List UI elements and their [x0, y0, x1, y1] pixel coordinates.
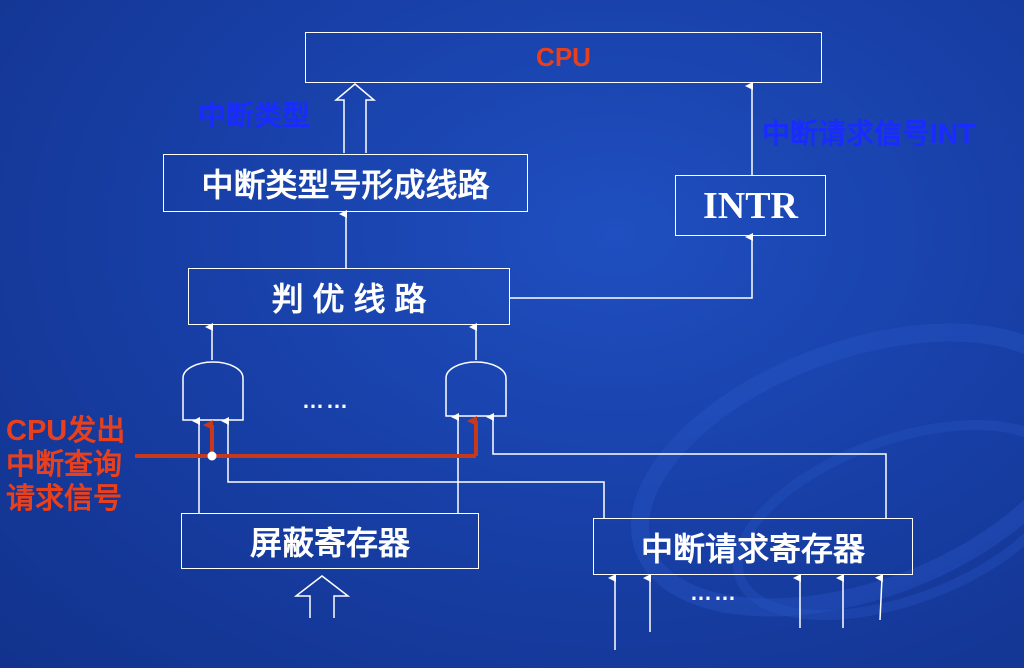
- req-to-gate-left: [221, 417, 605, 518]
- cpu-box: CPU: [305, 32, 822, 83]
- intr-box: INTR: [675, 175, 826, 236]
- req-to-gate-right: [486, 413, 887, 518]
- input-ellipsis: ……: [690, 580, 738, 605]
- and-gate-left: [182, 361, 244, 421]
- query-junction-dot: [207, 451, 217, 461]
- priority-box: 判 优 线 路: [188, 268, 510, 325]
- cpu-query-label: CPU发出 中断查询 请求信号: [6, 414, 125, 516]
- and-gate-right: [445, 361, 507, 417]
- priority-to-intr-line: [510, 233, 753, 299]
- cpu-label: CPU: [536, 42, 591, 72]
- interrupt-type-label: 中断类型: [198, 100, 311, 131]
- priority-label: 判 优 线 路: [271, 280, 427, 317]
- type-to-cpu-arrow: [333, 83, 377, 153]
- req-input-5: [875, 574, 884, 621]
- int-signal-label: 中断请求信号INT: [762, 118, 976, 149]
- type-circuit-box: 中断类型号形成线路: [163, 154, 528, 212]
- type-circuit-label: 中断类型号形成线路: [201, 167, 490, 203]
- mask-input-arrow: [293, 575, 351, 618]
- mask-register-label: 屏蔽寄存器: [249, 525, 410, 561]
- mask-register-box: 屏蔽寄存器: [181, 513, 479, 569]
- request-register-box: 中断请求寄存器: [593, 518, 913, 575]
- cpu-query-line-2: 中断查询: [6, 449, 123, 481]
- intr-label: INTR: [702, 184, 799, 227]
- cpu-query-line-3: 请求信号: [6, 483, 123, 515]
- cpu-query-line-1: CPU发出: [6, 415, 126, 447]
- gate-ellipsis: ……: [302, 388, 350, 413]
- request-register-label: 中断请求寄存器: [640, 530, 865, 567]
